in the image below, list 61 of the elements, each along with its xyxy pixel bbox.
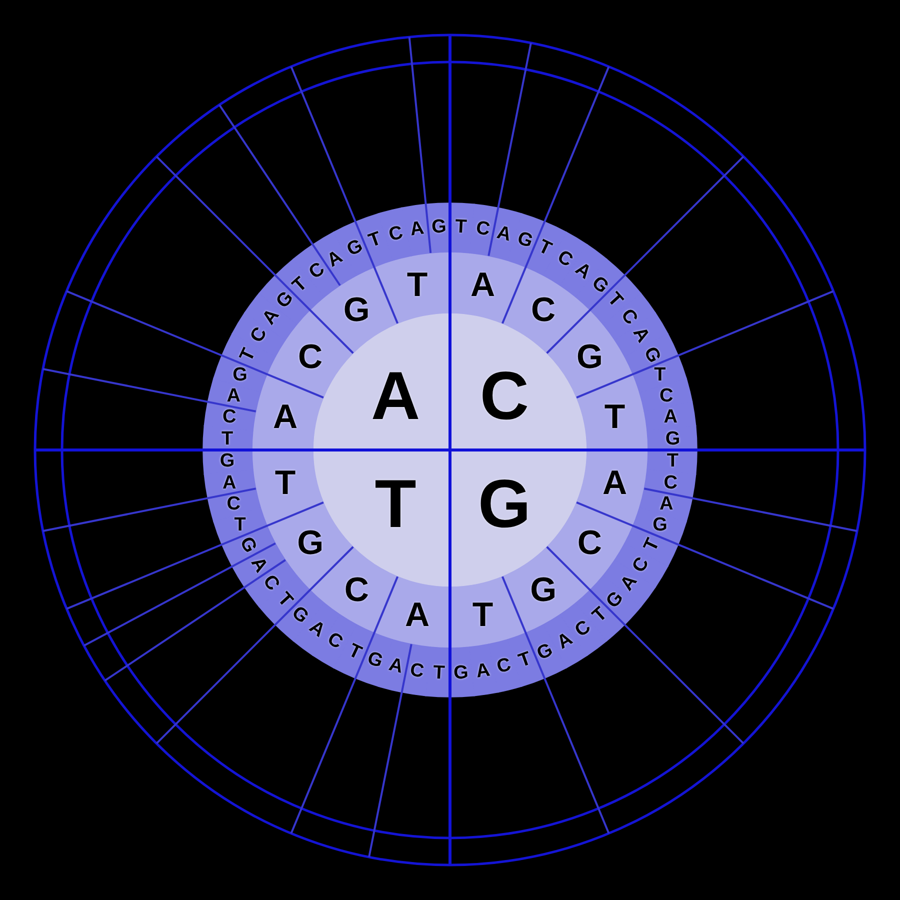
base-letter: G xyxy=(478,470,531,538)
base-letter: G xyxy=(514,228,536,252)
base-letter: T xyxy=(666,451,679,470)
base-letter: G xyxy=(297,526,324,560)
base-letter: T xyxy=(406,268,428,302)
base-letter: G xyxy=(576,340,603,374)
base-letter: A xyxy=(474,660,491,681)
base-letter: G xyxy=(236,534,260,556)
base-letter: C xyxy=(474,219,491,240)
base-letter: T xyxy=(374,470,416,538)
base-letter: T xyxy=(536,237,555,260)
base-letter: T xyxy=(432,662,446,682)
base-letter: C xyxy=(495,655,514,678)
base-letter: A xyxy=(664,408,678,427)
base-letter: C xyxy=(664,473,678,492)
base-letter: A xyxy=(470,268,496,302)
base-letter: T xyxy=(237,345,260,364)
base-letter: C xyxy=(659,386,674,406)
base-letter: A xyxy=(495,222,514,245)
base-letter: T xyxy=(472,598,494,632)
base-letter: A xyxy=(272,400,298,434)
base-letter: T xyxy=(604,400,626,434)
base-letter: T xyxy=(366,229,384,251)
base-letter: G xyxy=(640,344,664,366)
base-letter: A xyxy=(404,598,430,632)
base-letter: C xyxy=(344,572,369,607)
base-letter: G xyxy=(431,217,447,238)
base-letter: G xyxy=(220,451,235,470)
base-letter: A xyxy=(409,219,426,240)
base-letter: C xyxy=(386,222,405,245)
base-letter: A xyxy=(226,386,241,406)
base-letter: G xyxy=(364,648,386,672)
base-letter: T xyxy=(516,649,534,671)
base-letter: C xyxy=(577,526,602,560)
base-letter: G xyxy=(344,236,366,260)
base-letter: T xyxy=(654,365,666,384)
base-letter: C xyxy=(222,408,236,427)
base-letter: A xyxy=(371,362,420,430)
base-letter: T xyxy=(640,536,663,555)
base-letter: A xyxy=(386,655,405,678)
base-letter: T xyxy=(221,430,234,449)
base-letter: G xyxy=(232,365,248,384)
base-letter: G xyxy=(530,572,557,607)
base-letter: A xyxy=(602,466,628,500)
base-letter: C xyxy=(409,660,426,681)
base-letter: T xyxy=(454,218,468,238)
base-letter: G xyxy=(665,430,680,449)
base-letter: C xyxy=(531,293,556,328)
base-letter: C xyxy=(226,494,241,514)
base-letter: A xyxy=(222,473,236,492)
ring-segment xyxy=(401,204,431,256)
base-letter: G xyxy=(343,293,370,328)
base-letter: T xyxy=(234,516,246,535)
base-letter: T xyxy=(274,466,296,500)
base-letter: C xyxy=(298,340,323,374)
base-letter: T xyxy=(345,640,364,663)
base-letter: G xyxy=(453,662,469,683)
base-letter: G xyxy=(652,516,668,535)
base-letter: G xyxy=(534,640,556,664)
base-letter: C xyxy=(480,362,529,430)
base-letter: A xyxy=(659,494,674,514)
